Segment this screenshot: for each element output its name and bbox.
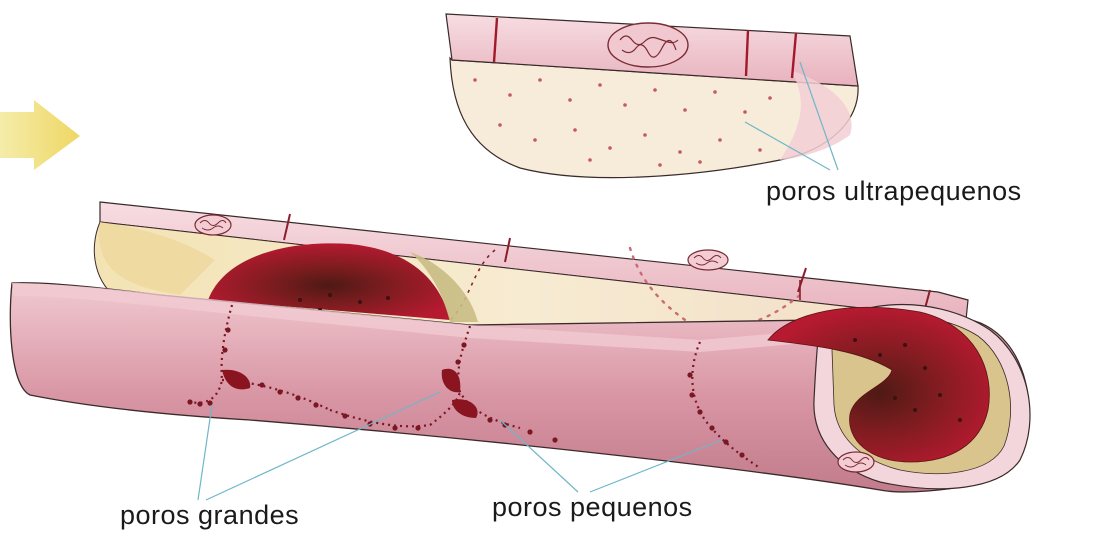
ultrasmall-pores-label: poros ultrapequenos	[766, 176, 1022, 207]
nucleus-middle	[688, 250, 728, 270]
nucleus-upper	[608, 23, 688, 67]
ultrasmall-pore-wall-section	[446, 14, 858, 178]
small-pores-label: poros pequenos	[492, 492, 693, 523]
fenestrated-capillary	[10, 202, 1030, 500]
flow-arrow	[0, 100, 80, 170]
nucleus-left	[195, 215, 231, 235]
large-pores-label: poros grandes	[120, 500, 299, 531]
